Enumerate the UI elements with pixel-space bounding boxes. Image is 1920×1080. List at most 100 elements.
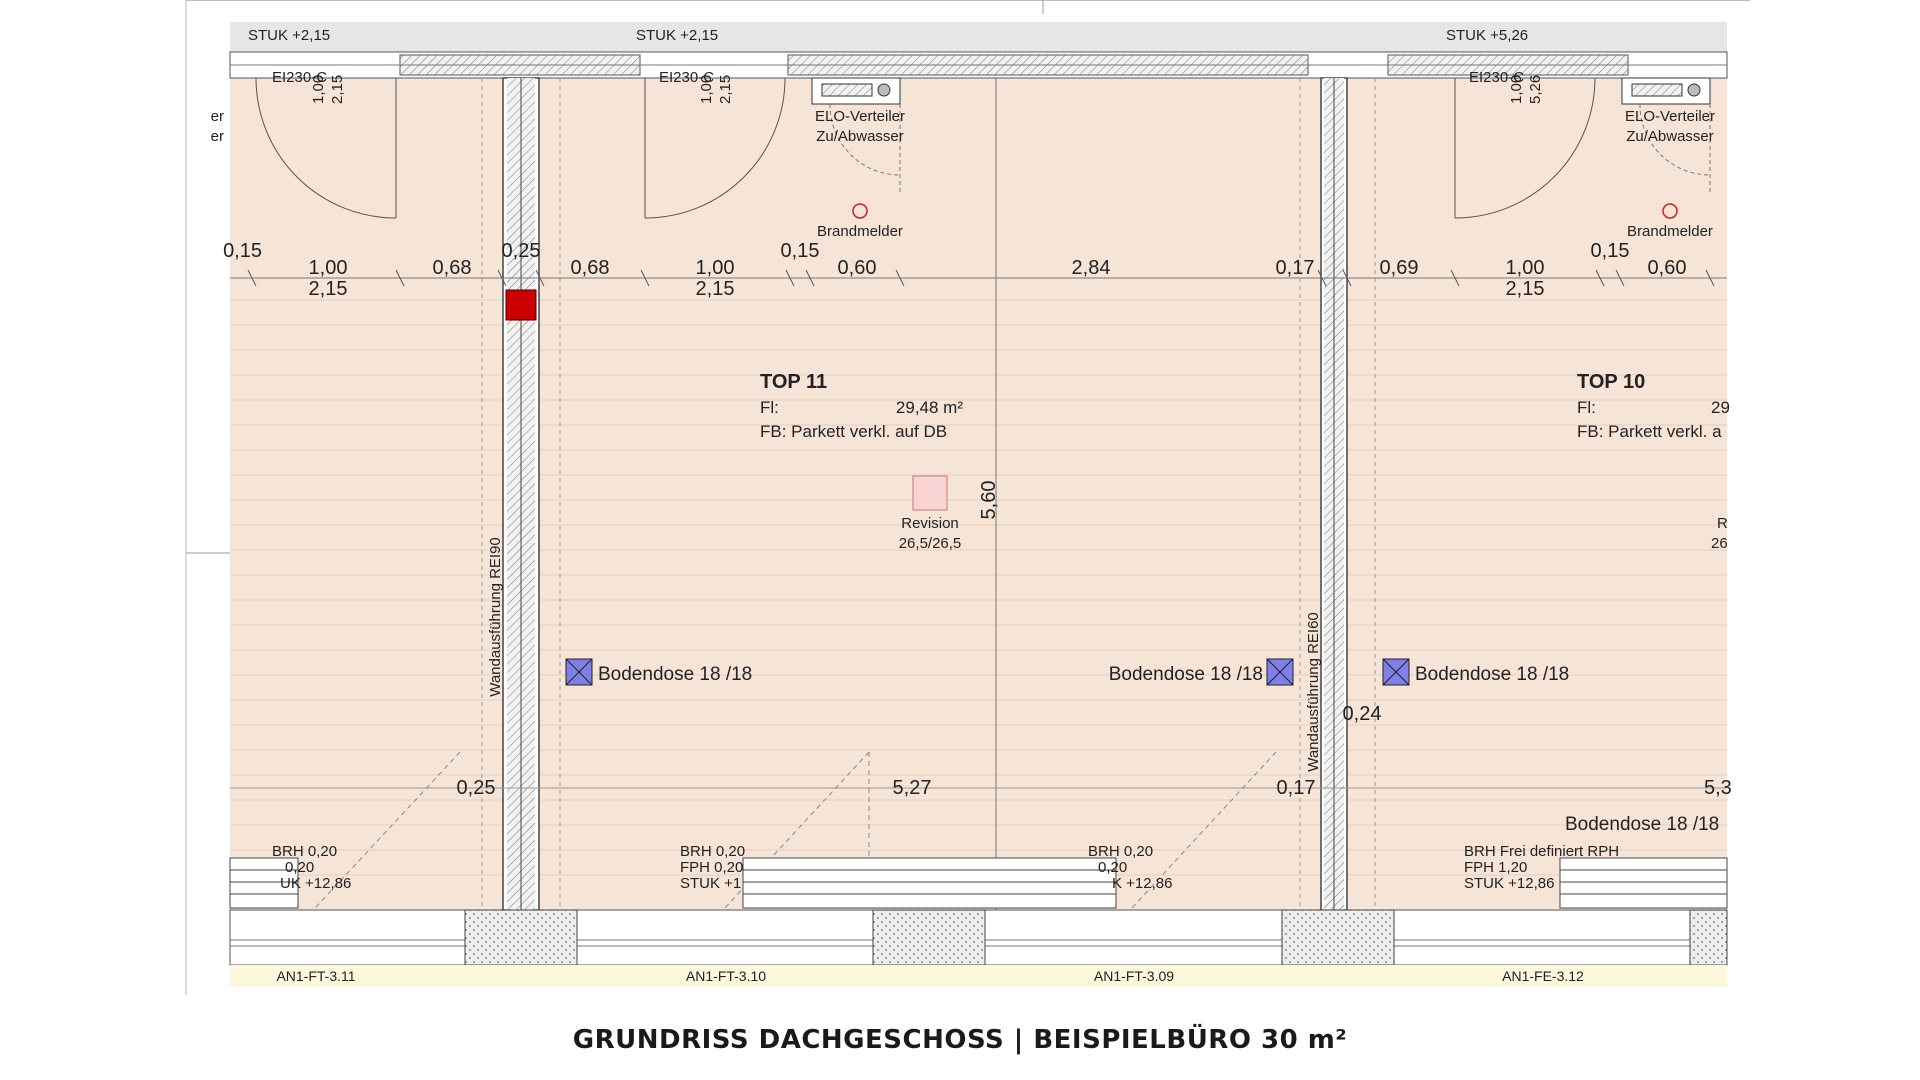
window-stuk: STUK +12,86 [1464,875,1554,892]
top-wall [229,51,1728,79]
floor-box-icon [1382,658,1410,686]
dim-label: 1,00 [696,257,735,279]
elo-label: ELO-Verteiler [1625,108,1715,125]
floor-box-icon [1266,658,1294,686]
dim-label: 0,24 [1343,703,1382,725]
window-fph: 0,20 [1098,859,1127,876]
door-dim: 5,26 [1527,75,1544,104]
window-code: AN1-FE-3.12 [1502,968,1584,984]
clipped-label: R [1717,515,1728,532]
room-top10: TOP 10 Fl: 29 FB: Parkett verkl. a [1577,371,1730,441]
detector-label: Brandmelder [1627,223,1713,240]
floor-box-icon [565,658,593,686]
revision-label: Revision [901,515,959,532]
room-title: TOP 11 [760,371,827,393]
dim-label: 0,15 [1591,240,1630,262]
door-labels: EI230-C 1,00 2,15 EI230-C 1,00 2,15 EI23… [272,69,1544,104]
room-area-value: 29 [1711,398,1730,417]
dim-label: 0,25 [502,240,541,262]
door-dim: 2,15 [329,75,346,104]
dim-label: 2,15 [696,278,735,300]
window-specs: BRH 0,20 0,20 UK +12,86 BRH 0,20 FPH 0,2… [272,843,1619,892]
floor-box-label: Bodendose 18 /18 [1565,814,1719,835]
window-brh: BRH 0,20 [272,843,337,860]
fire-damper-marker [505,289,537,321]
room-area-label: Fl: [1577,398,1596,417]
dim-label: 2,84 [1072,257,1111,279]
dimensions-bottom: 0,25 5,27 0,17 0,24 5,3 [457,703,1732,799]
detector-label: Brandmelder [817,223,903,240]
window-code: AN1-FT-3.11 [276,968,355,984]
window-stuk: K +12,86 [1112,875,1172,892]
top-band [230,22,1727,52]
window-stuk: UK +12,86 [280,875,351,892]
door-1 [255,77,397,219]
elo-labels: ELO-Verteiler Zu/Abwasser Brandmelder EL… [815,108,1715,240]
window-brh: BRH Frei definiert RPH [1464,843,1619,860]
stuk-label: STUK +2,15 [636,27,718,44]
door-code: EI230-C [1469,69,1524,86]
elo-label: ELO-Verteiler [815,108,905,125]
dim-label: 0,25 [457,777,496,799]
elo-cabinet-2 [1621,77,1711,195]
dim-label: 0,68 [433,257,472,279]
elo-label: Zu/Abwasser [1626,128,1714,145]
wall-type-label: Wandausführung REI60 [1305,612,1322,772]
dim-label: 0,15 [781,240,820,262]
clipped-label: 26 [1711,535,1728,552]
floor-box-label: Bodendose 18 /18 [598,664,752,685]
stuk-label: STUK +2,15 [248,27,330,44]
door-3 [1454,77,1596,219]
door-2 [644,77,786,219]
room-height-dim: 5,60 [978,481,1000,520]
door-dim: 1,00 [698,75,715,104]
dim-label: 0,60 [838,257,877,279]
dim-label: 0,60 [1648,257,1687,279]
revision-box [912,475,948,511]
bottom-band [230,965,1727,987]
dim-label: 1,00 [1506,257,1545,279]
dim-label: 1,00 [309,257,348,279]
wall-type-label: Wandausführung REI90 [487,537,504,697]
window-fph: 0,20 [285,859,314,876]
floor-area [230,78,1727,913]
dim-label: 5,27 [893,777,932,799]
wall-right [1320,77,1348,911]
dimensions-top: 0,15 1,00 2,15 0,68 0,25 0,68 1,00 2,15 … [223,240,1686,300]
window-sills [229,857,1728,909]
dim-label: 0,17 [1276,257,1315,279]
dim-label: 0,69 [1380,257,1419,279]
parquet-lines [230,299,1727,876]
dim-label: 0,15 [223,240,262,262]
wall-left [502,77,540,911]
stuk-labels: STUK +2,15 STUK +2,15 STUK +5,26 [248,27,1528,44]
window-brh: BRH 0,20 [680,843,745,860]
window-codes: AN1-FT-3.11 AN1-FT-3.10 AN1-FT-3.09 AN1-… [276,968,1584,984]
room-floor-finish: FB: Parkett verkl. a [1577,422,1722,441]
floor-box-labels: Bodendose 18 /18 Bodendose 18 /18 Bodend… [598,664,1719,835]
clipped-label: er [211,108,224,125]
door-code: EI230-C [272,69,327,86]
room-floor-finish: FB: Parkett verkl. auf DB [760,422,947,441]
dim-label: 0,68 [571,257,610,279]
window-code: AN1-FT-3.10 [686,968,766,984]
room-area-label: Fl: [760,398,779,417]
door-dim: 1,00 [310,75,327,104]
room-title: TOP 10 [1577,371,1645,393]
window-stuk: STUK +1 [680,875,741,892]
dim-label: 2,15 [309,278,348,300]
revision-size: 26,5/26,5 [899,535,962,552]
window-code: AN1-FT-3.09 [1094,968,1174,984]
window-brh: BRH 0,20 [1088,843,1153,860]
door-code: EI230-C [659,69,714,86]
door-dim: 2,15 [717,75,734,104]
door-dim: 1,00 [1508,75,1525,104]
dim-label: 2,15 [1506,278,1545,300]
smoke-detector-icon [852,203,868,219]
window-fph: FPH 0,20 [680,859,743,876]
floor-box-label: Bodendose 18 /18 [1109,664,1263,685]
window-fph: FPH 1,20 [1464,859,1527,876]
clipped-label: er [211,128,224,145]
elo-cabinet-1 [811,77,901,195]
